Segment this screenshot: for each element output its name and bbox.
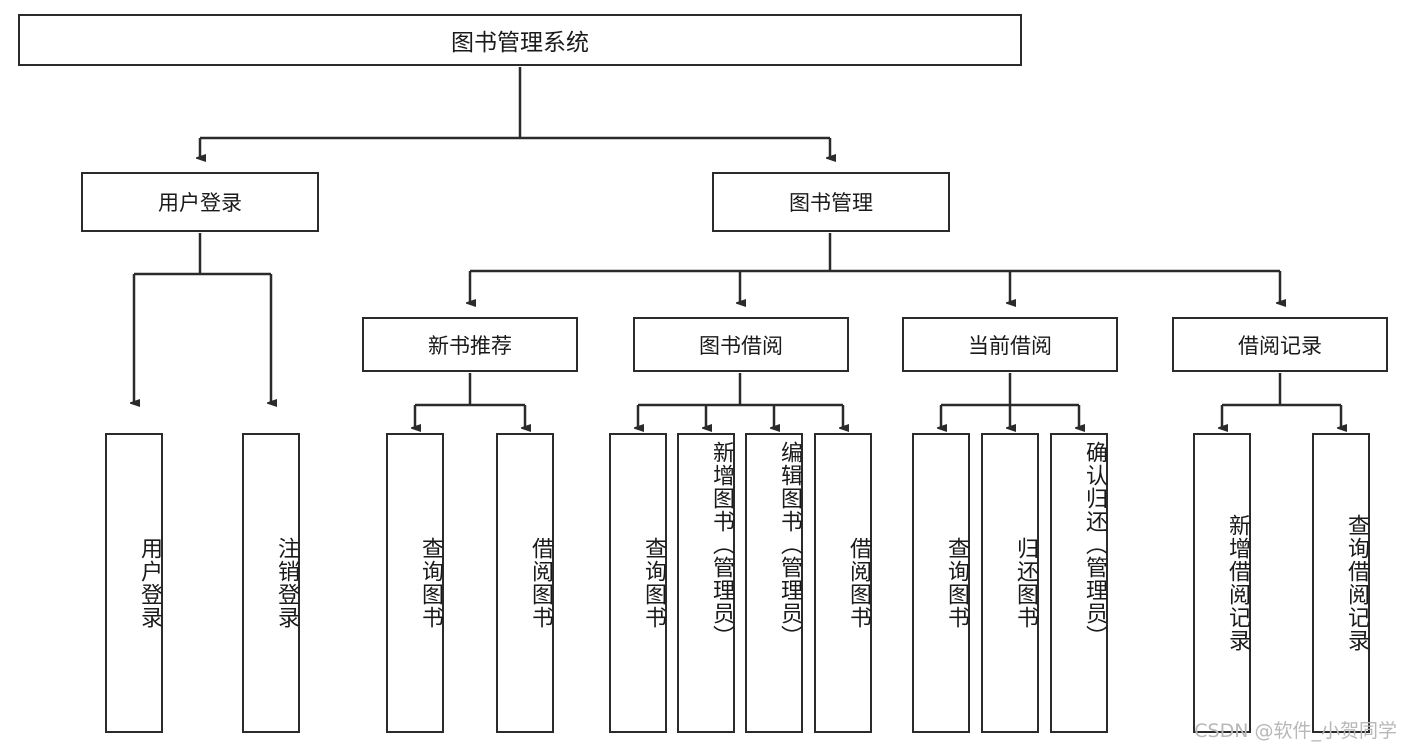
node-current-borrow[interactable]: 当前借阅	[902, 317, 1118, 372]
leaf-label: 编辑图书（管理员）	[777, 441, 802, 648]
leaf-label: 查询借阅记录	[1344, 514, 1369, 652]
leaf-label: 借阅图书	[528, 537, 553, 629]
node-book-management[interactable]: 图书管理	[712, 172, 950, 232]
node-borrow-records[interactable]: 借阅记录	[1172, 317, 1388, 372]
leaf-records-add[interactable]: 新增借阅记录	[1193, 433, 1251, 733]
leaf-label: 借阅图书	[846, 537, 871, 629]
node-user-login[interactable]: 用户登录	[81, 172, 319, 232]
leaf-records-query[interactable]: 查询借阅记录	[1312, 433, 1370, 733]
leaf-current-borrow-return[interactable]: 归还图书	[981, 433, 1039, 733]
leaf-new-book-borrow[interactable]: 借阅图书	[496, 433, 554, 733]
leaf-label: 查询图书	[944, 537, 969, 629]
leaf-label: 新增图书（管理员）	[709, 441, 734, 648]
leaf-book-borrow-edit[interactable]: 编辑图书（管理员）	[745, 433, 803, 733]
leaf-book-borrow-add[interactable]: 新增图书（管理员）	[677, 433, 735, 733]
leaf-new-book-query[interactable]: 查询图书	[386, 433, 444, 733]
leaf-label: 归还图书	[1013, 537, 1038, 629]
node-new-book-recommend[interactable]: 新书推荐	[362, 317, 578, 372]
leaf-user-login-logout[interactable]: 注销登录	[242, 433, 300, 733]
leaf-label: 确认归还（管理员）	[1082, 441, 1107, 648]
leaf-label: 查询图书	[641, 537, 666, 629]
node-book-borrow[interactable]: 图书借阅	[633, 317, 849, 372]
csdn-watermark: CSDN @软件_小贺同学	[1194, 720, 1397, 742]
leaf-current-borrow-query[interactable]: 查询图书	[912, 433, 970, 733]
leaf-label: 注销登录	[274, 537, 299, 629]
leaf-book-borrow-borrow[interactable]: 借阅图书	[814, 433, 872, 733]
node-root-system[interactable]: 图书管理系统	[18, 14, 1022, 66]
leaf-book-borrow-query[interactable]: 查询图书	[609, 433, 667, 733]
leaf-label: 用户登录	[137, 537, 162, 629]
leaf-label: 新增借阅记录	[1225, 514, 1250, 652]
leaf-user-login-login[interactable]: 用户登录	[105, 433, 163, 733]
leaf-current-borrow-confirm-return[interactable]: 确认归还（管理员）	[1050, 433, 1108, 733]
leaf-label: 查询图书	[418, 537, 443, 629]
